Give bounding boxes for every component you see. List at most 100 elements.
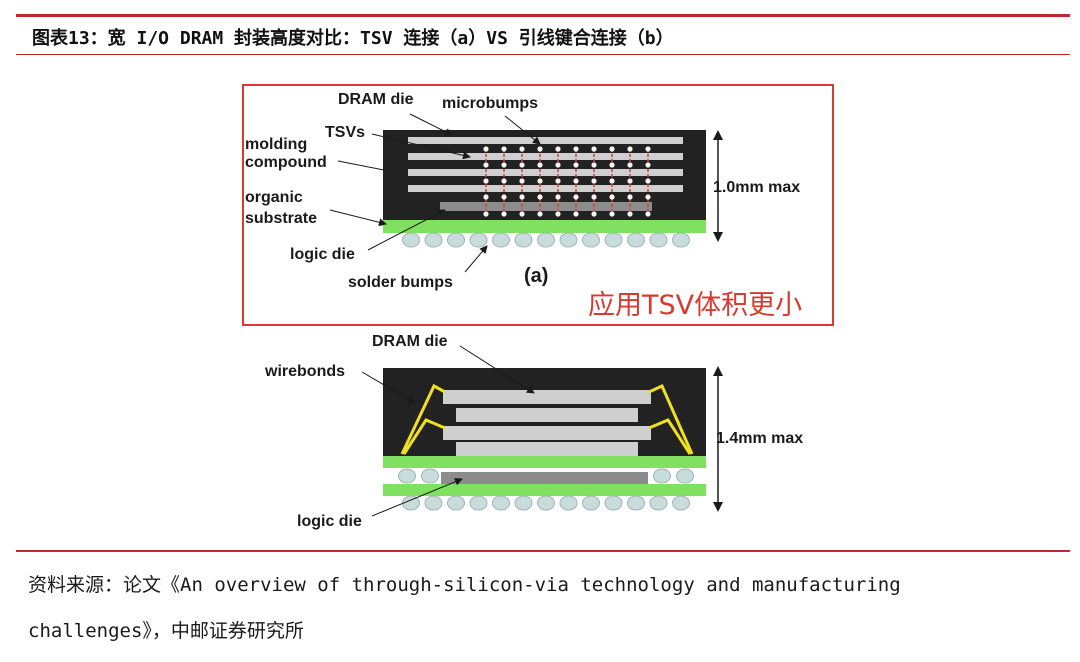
panel-label-a: (a) [524, 265, 548, 287]
label-molding: molding [245, 136, 307, 153]
height-arrow-b-top [713, 366, 723, 376]
microbump-dot [501, 178, 507, 184]
microbump-dot [609, 146, 615, 152]
microbump-dot [519, 211, 525, 217]
microbump-dot [501, 146, 507, 152]
dram-die-layer [408, 169, 683, 176]
microbump-dot [537, 178, 543, 184]
height-arrow-a-bottom [713, 232, 723, 242]
microbump-dot [645, 211, 651, 217]
microbump-dot [609, 194, 615, 200]
microbump-dot [519, 146, 525, 152]
dram-die-b-2 [456, 408, 638, 422]
leader-logic-die-a [367, 209, 446, 251]
leader-dram-die-b [459, 345, 535, 394]
solder-bump [469, 232, 488, 248]
solder-bump [402, 232, 420, 248]
microbump-dot [573, 178, 579, 184]
leader-microbumps [504, 115, 541, 145]
microbump-dot [609, 162, 615, 168]
microbump-dot [537, 194, 543, 200]
solder-bump [537, 495, 555, 511]
microbump-dot [483, 162, 489, 168]
microbump-dot [627, 194, 633, 200]
solder-bump [649, 232, 668, 248]
leader-molding [337, 160, 385, 171]
label-tsvs: TSVs [325, 124, 365, 141]
solder-bump [447, 232, 465, 248]
label-dram-die-b: DRAM die [372, 333, 448, 350]
wirebond-right-bottom [648, 418, 692, 455]
solder-bump [421, 468, 439, 484]
solder-bump [582, 232, 600, 248]
solder-bump [649, 495, 668, 511]
source-note: 资料来源：论文《An overview of through-silicon-v… [28, 562, 1068, 654]
leader-organic-substrate [329, 209, 387, 227]
solder-bump [559, 495, 578, 511]
leader-solder-bumps [464, 245, 488, 273]
leader-wirebonds [361, 371, 416, 404]
label-organic: organic [245, 189, 303, 206]
microbump-dot [627, 146, 633, 152]
label-microbumps: microbumps [442, 95, 538, 112]
microbump-dot [591, 178, 597, 184]
height-label-b: 1.4mm max [716, 430, 803, 447]
solder-bumps-a [402, 232, 690, 248]
solder-bump [604, 495, 623, 511]
upper-substrate-b [383, 456, 706, 468]
microbump-dot [537, 162, 543, 168]
microbump-dot [555, 146, 561, 152]
microbump-dot [483, 194, 489, 200]
microbumps [483, 146, 651, 217]
solder-bump [672, 495, 690, 511]
microbump-dot [627, 162, 633, 168]
microbump-dot [591, 146, 597, 152]
solder-bump [537, 232, 555, 248]
microbump-dot [555, 194, 561, 200]
microbump-dot [483, 178, 489, 184]
microbump-dot [627, 211, 633, 217]
microbump-dot [501, 162, 507, 168]
dram-die-layer [408, 185, 683, 192]
leader-logic-die-b [371, 477, 463, 517]
dram-die-b-1 [443, 390, 651, 404]
label-dram-die-a: DRAM die [338, 91, 414, 108]
solder-bump [447, 495, 465, 511]
solder-bump [492, 232, 510, 248]
label-wirebonds: wirebonds [264, 363, 345, 380]
solder-bump [398, 468, 416, 484]
microbump-dot [555, 178, 561, 184]
microbump-dot [483, 146, 489, 152]
solder-bump [424, 495, 443, 511]
source-line-2: challenges》，中邮证券研究所 [28, 620, 304, 642]
solder-bump [653, 468, 671, 484]
organic-substrate [383, 220, 706, 233]
solder-bump [627, 495, 645, 511]
package-height-diagram: 1.0mm max DRAM die microbumps TSVs moldi… [242, 84, 834, 530]
height-arrow-b-bottom [713, 502, 723, 512]
label-compound: compound [245, 154, 327, 171]
height-label-a: 1.0mm max [713, 179, 800, 196]
microbump-dot [627, 178, 633, 184]
dram-die-layer [408, 137, 683, 144]
microbump-dot [609, 211, 615, 217]
microbump-dot [501, 211, 507, 217]
solder-bump [582, 495, 600, 511]
microbump-dot [501, 194, 507, 200]
solder-bumps-b-bottom [402, 495, 690, 511]
solder-bump [514, 232, 533, 248]
dram-die-layer [408, 153, 683, 160]
microbump-dot [609, 178, 615, 184]
microbump-dot [573, 211, 579, 217]
label-substrate: substrate [245, 210, 317, 227]
dram-die-b-4 [456, 442, 638, 456]
microbump-dot [645, 162, 651, 168]
solder-bump [559, 232, 578, 248]
label-logic-die-a: logic die [290, 246, 355, 263]
logic-die-b [441, 472, 648, 484]
microbump-dot [645, 146, 651, 152]
leader-dram-die-a [409, 113, 453, 136]
microbump-dot [591, 162, 597, 168]
microbump-dot [555, 162, 561, 168]
microbump-dot [573, 146, 579, 152]
